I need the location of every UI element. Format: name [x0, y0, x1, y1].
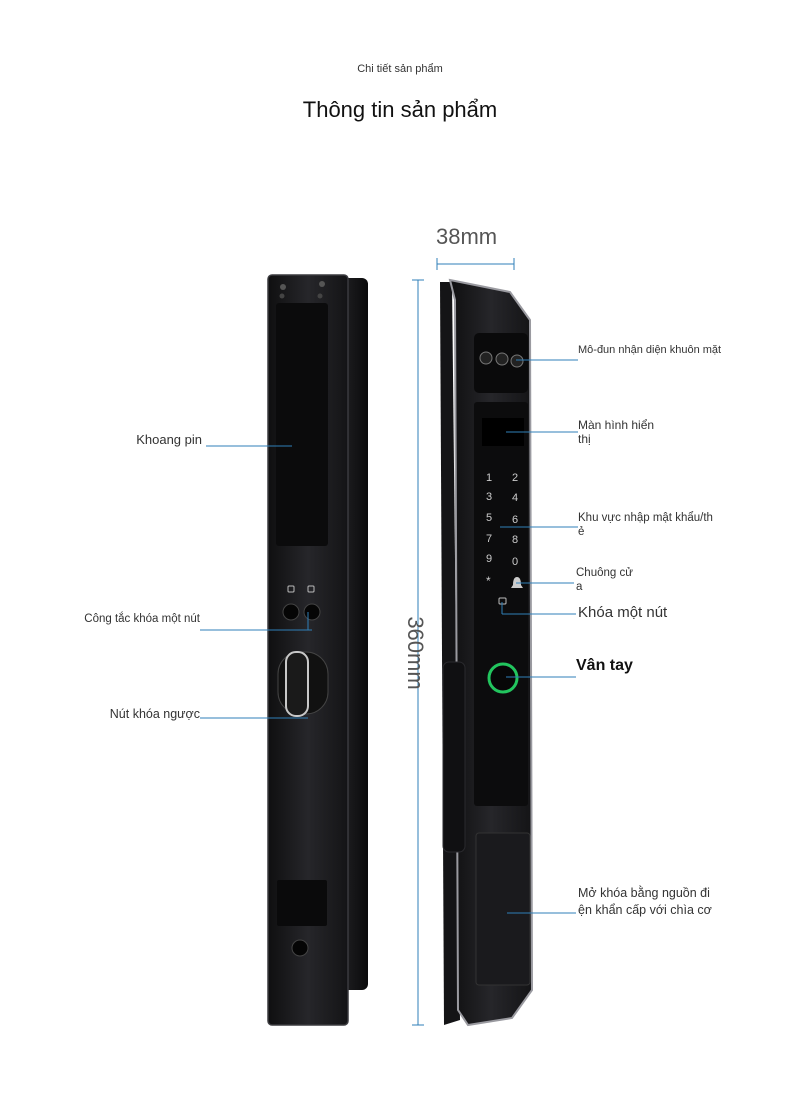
doorbell-label: Chuông cử a — [576, 566, 633, 594]
height-dimension — [412, 279, 424, 1026]
password-area-label: Khu vực nhập mật khẩu/th ẻ — [578, 511, 713, 539]
key-7[interactable]: 7 — [486, 533, 493, 545]
display-label-line2: thị — [578, 432, 591, 446]
key-4[interactable]: 4 — [512, 492, 519, 504]
display-label: Màn hình hiển thị — [578, 418, 654, 446]
emergency-label-line1: Mở khóa bằng nguồn đi — [578, 886, 710, 900]
fingerprint-label: Vân tay — [576, 657, 633, 674]
interior-lock-panel — [267, 274, 368, 1026]
reverse-lock-label: Nút khóa ngược — [109, 707, 200, 721]
emergency-label-line2: ện khẩn cấp với chìa cơ — [578, 903, 712, 917]
key-1[interactable]: 1 — [486, 472, 493, 484]
emergency-unlock-label: Mở khóa bằng nguồn đi ện khẩn cấp với ch… — [578, 885, 712, 919]
width-dimension — [436, 258, 515, 270]
leader-lines — [200, 359, 578, 914]
key-star[interactable]: * — [486, 574, 491, 588]
page-subtitle: Chi tiết sản phẩm — [357, 63, 443, 75]
key-6[interactable]: 6 — [512, 514, 519, 526]
key-9[interactable]: 9 — [486, 553, 493, 565]
password-label-line1: Khu vực nhập mật khẩu/th — [578, 512, 713, 524]
key-2[interactable]: 2 — [512, 472, 519, 484]
width-label: 38mm — [436, 224, 498, 249]
one-touch-switch-label: Công tắc khóa một nút — [84, 613, 200, 625]
password-label-line2: ẻ — [578, 526, 585, 538]
one-touch-lock-label: Khóa một nút — [578, 604, 668, 621]
height-label: 360mm — [403, 616, 428, 690]
key-0[interactable]: 0 — [512, 556, 519, 568]
doorbell-label-line2: a — [576, 581, 583, 593]
key-3[interactable]: 3 — [486, 491, 493, 503]
face-module-label: Mô-đun nhận diện khuôn mặt — [578, 344, 722, 356]
page-title: Thông tin sản phẩm — [302, 97, 498, 122]
key-8[interactable]: 8 — [512, 534, 519, 546]
doorbell-label-line1: Chuông cử — [576, 567, 633, 579]
display-label-line1: Màn hình hiển — [578, 418, 655, 432]
key-5[interactable]: 5 — [486, 512, 493, 524]
battery-label: Khoang pin — [136, 432, 202, 447]
exterior-lock-panel — [440, 278, 534, 1027]
